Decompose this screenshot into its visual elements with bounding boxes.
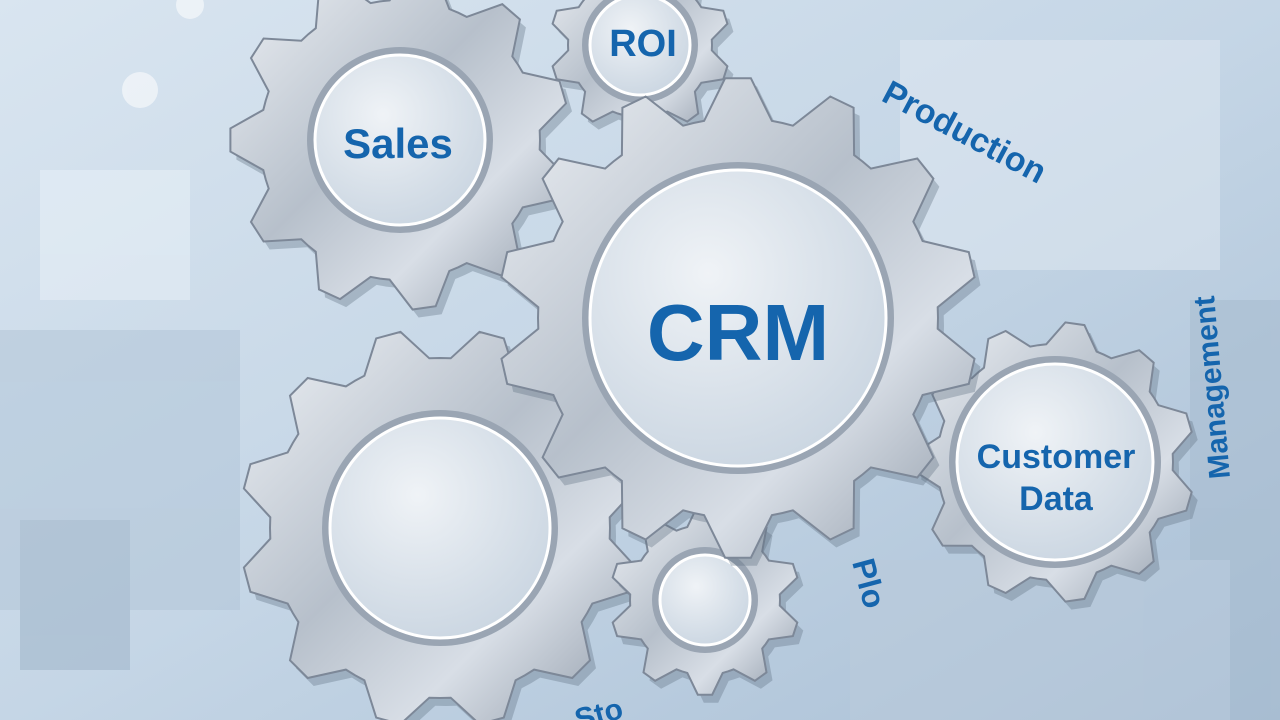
sales-gear [229, 0, 572, 318]
small-blank-gear-face [658, 553, 752, 647]
crm-gear [500, 77, 981, 566]
customer-label-line2: Data [1019, 480, 1094, 518]
customer-data-gear-face [955, 362, 1155, 562]
roi-gear-face [588, 0, 692, 97]
crm-label: CRM [647, 288, 829, 377]
customer-label-line1: Customer [977, 438, 1136, 476]
large-blank-gear [242, 330, 643, 720]
customer-data-gear [914, 321, 1198, 610]
sales-gear-face [313, 53, 487, 227]
floor-right [850, 560, 1230, 720]
roi-label: ROI [609, 23, 677, 65]
roi-gear [551, 0, 734, 143]
back-wall [900, 40, 1220, 270]
large-blank-gear-face [328, 416, 552, 640]
ceiling-light-1 [122, 72, 158, 108]
sales-label: Sales [343, 120, 453, 167]
crm-gear-face [588, 168, 888, 468]
ceiling-light-2 [176, 0, 204, 19]
small-blank-gear [611, 504, 804, 703]
window-left [40, 170, 190, 300]
cabinet-left [20, 520, 130, 670]
